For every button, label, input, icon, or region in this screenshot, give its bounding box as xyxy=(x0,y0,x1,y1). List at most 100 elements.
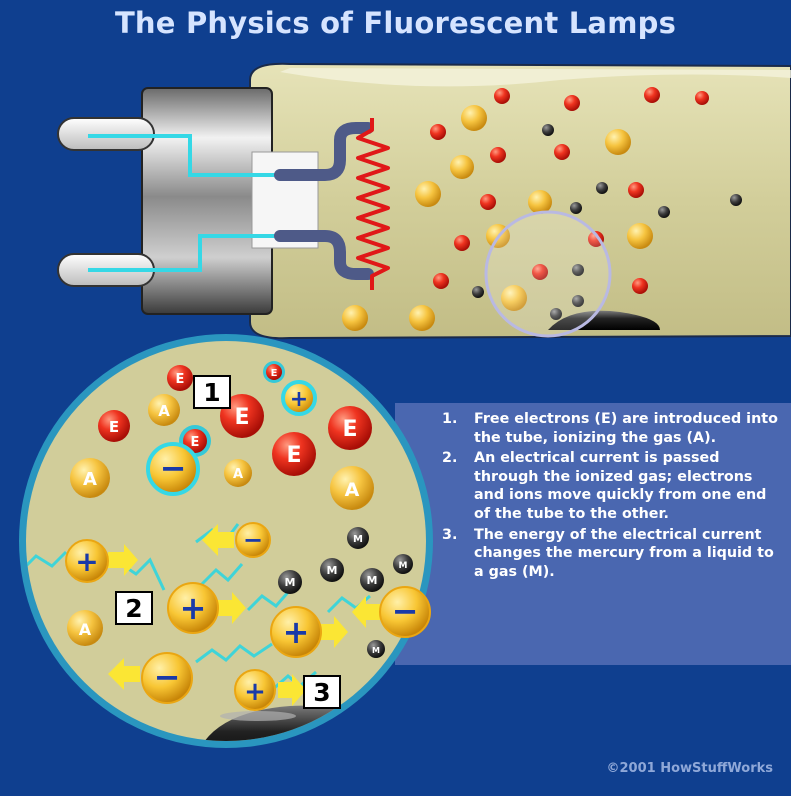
wire-bottom xyxy=(88,234,285,272)
gas-atom-particle xyxy=(461,105,487,131)
electron-label: E xyxy=(271,368,278,379)
mercury-atom xyxy=(278,570,302,594)
mercury-atom xyxy=(367,640,385,658)
marker-label-2: 2 xyxy=(125,594,142,623)
gas-atom xyxy=(330,466,374,510)
gas-atom xyxy=(70,458,110,498)
tube-particles xyxy=(342,87,742,331)
marker-box-3 xyxy=(303,675,341,709)
mercury-atom xyxy=(360,568,384,592)
electron xyxy=(328,406,372,450)
arrow-left xyxy=(202,524,234,556)
marker-label-1: 1 xyxy=(203,378,220,407)
gas-atom-particle xyxy=(450,155,474,179)
positive-ion xyxy=(281,380,317,416)
gas-atom-label: A xyxy=(233,467,243,482)
electron-particle xyxy=(433,273,449,289)
positive-ion-label: + xyxy=(75,545,98,578)
electron-label: E xyxy=(234,405,249,430)
electron xyxy=(183,429,207,453)
mercury-puddle-tube xyxy=(548,310,660,330)
electron-label: E xyxy=(109,418,119,436)
electron-particle xyxy=(490,147,506,163)
electron-label: E xyxy=(176,372,185,387)
gas-atom-particle xyxy=(627,223,653,249)
positive-ion xyxy=(270,606,322,658)
mercury-particle xyxy=(472,286,484,298)
electron-particle xyxy=(494,88,510,104)
tube-highlight xyxy=(280,68,791,87)
negative-ion-label: − xyxy=(160,449,187,487)
step-number: 2. xyxy=(442,450,458,467)
current-path xyxy=(195,642,273,664)
mercury-atom xyxy=(320,558,344,582)
electron-particle xyxy=(532,264,548,280)
copyright-text: ©2001 HowStuffWorks xyxy=(606,761,774,776)
mercury-particle xyxy=(572,295,584,307)
negative-ion-label: − xyxy=(392,592,419,630)
gas-atom-label: A xyxy=(79,620,92,639)
electron-particle xyxy=(695,91,709,105)
ions xyxy=(65,380,431,711)
negative-ion xyxy=(146,442,200,496)
mercury-particle xyxy=(596,182,608,194)
negative-ion xyxy=(379,586,431,638)
arrow-left xyxy=(352,596,384,628)
electron-particle xyxy=(430,124,446,140)
negative-ion xyxy=(235,522,271,558)
mercury-particle xyxy=(570,202,582,214)
gas-atom xyxy=(148,394,180,426)
electron-label: E xyxy=(191,435,200,450)
positive-ion-label: + xyxy=(244,677,266,707)
mercury-label: M xyxy=(399,561,408,571)
gas-atom-particle xyxy=(342,305,368,331)
step-number: 3. xyxy=(442,526,458,543)
marker-label-3: 3 xyxy=(313,678,330,707)
positive-ion-label: + xyxy=(290,387,308,412)
electron-label: E xyxy=(342,417,357,442)
current-path xyxy=(246,589,292,612)
mercury-label: M xyxy=(327,564,338,577)
electron-particle xyxy=(480,194,496,210)
filament xyxy=(356,118,390,290)
electron-particle xyxy=(454,235,470,251)
current-path xyxy=(26,550,68,574)
electron xyxy=(167,365,193,391)
mercury-particle xyxy=(542,124,554,136)
gas-atom-particle xyxy=(528,190,552,214)
positive-ion xyxy=(167,582,219,634)
mercury-particle xyxy=(550,308,562,320)
electron-particle xyxy=(628,182,644,198)
gas-atom xyxy=(67,610,103,646)
marker-box-1 xyxy=(193,375,231,409)
gas-atom xyxy=(224,459,252,487)
mercury-particle xyxy=(572,264,584,276)
puddle-highlight xyxy=(220,711,296,721)
electron-particle xyxy=(644,87,660,103)
page-title: The Physics of Fluorescent Lamps xyxy=(114,6,677,40)
arrow-right xyxy=(316,616,348,648)
step-text: An electrical current is passed through … xyxy=(474,450,767,522)
current-path xyxy=(198,563,244,588)
gas-atom-particle xyxy=(501,285,527,311)
electron xyxy=(98,410,130,442)
gas-atoms xyxy=(67,394,374,646)
electron-particle xyxy=(554,144,570,160)
mercury-atoms xyxy=(278,527,413,658)
wire-top xyxy=(88,134,285,177)
step-item-1: 1. Free electrons (E) are introduced int… xyxy=(438,410,778,447)
mercury-label: M xyxy=(372,646,380,655)
mercury-atom xyxy=(393,554,413,574)
step-text: The energy of the electrical current cha… xyxy=(474,526,774,580)
number-markers xyxy=(115,375,341,709)
gas-atom-particle xyxy=(415,181,441,207)
gas-atom-particle xyxy=(605,129,631,155)
arrow-right xyxy=(278,674,306,706)
electron-particle xyxy=(632,278,648,294)
negative-ion xyxy=(141,652,193,704)
mercury-label: M xyxy=(353,534,363,545)
magnifier-lens xyxy=(484,210,612,338)
negative-ion-label: − xyxy=(154,658,181,696)
step-item-3: 3. The energy of the electrical current … xyxy=(438,526,778,582)
